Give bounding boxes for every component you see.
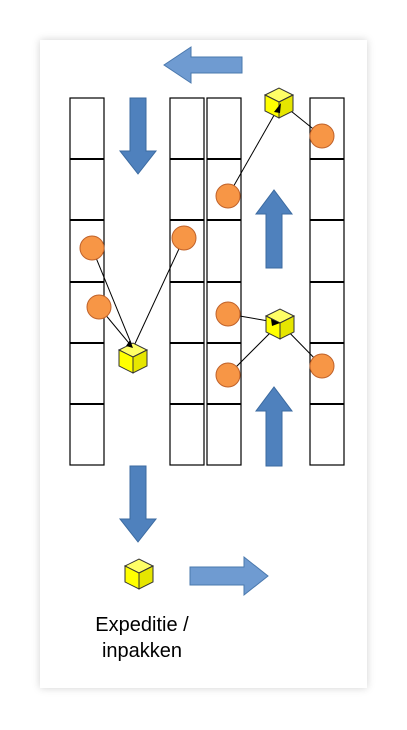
arrow-left-top bbox=[163, 46, 243, 84]
pick-location-icon bbox=[215, 183, 241, 209]
pick-location-icon bbox=[79, 235, 105, 261]
pick-location-icon bbox=[309, 123, 335, 149]
pick-locations bbox=[79, 123, 335, 388]
tote-cube-icon bbox=[117, 342, 149, 374]
route-arrowheads bbox=[126, 103, 281, 348]
arrow-down-exit bbox=[118, 465, 158, 543]
shelf-rack-3 bbox=[206, 97, 242, 466]
pick-location-icon bbox=[309, 353, 335, 379]
pick-location-icon bbox=[171, 225, 197, 251]
pick-location-icon bbox=[215, 301, 241, 327]
arrow-down-aisle-1 bbox=[118, 97, 158, 175]
expedition-tote-cube-icon bbox=[123, 558, 155, 590]
shelf-rack-2 bbox=[169, 97, 205, 466]
tote-cube-icon bbox=[264, 308, 296, 340]
arrow-right-expedition bbox=[189, 555, 269, 597]
shelf-rack-1 bbox=[69, 97, 105, 466]
expedition-caption: Expeditie / inpakken bbox=[72, 612, 212, 664]
pick-location-icon bbox=[86, 294, 112, 320]
caption-line-1: Expeditie / bbox=[95, 614, 189, 636]
shelf-rack-4 bbox=[309, 97, 345, 466]
arrow-up-aisle-3-upper bbox=[255, 189, 293, 269]
pick-location-icon bbox=[215, 362, 241, 388]
caption-line-2: inpakken bbox=[101, 640, 183, 662]
arrow-up-aisle-3-lower bbox=[255, 386, 293, 467]
tote-cube-icon bbox=[263, 87, 295, 119]
